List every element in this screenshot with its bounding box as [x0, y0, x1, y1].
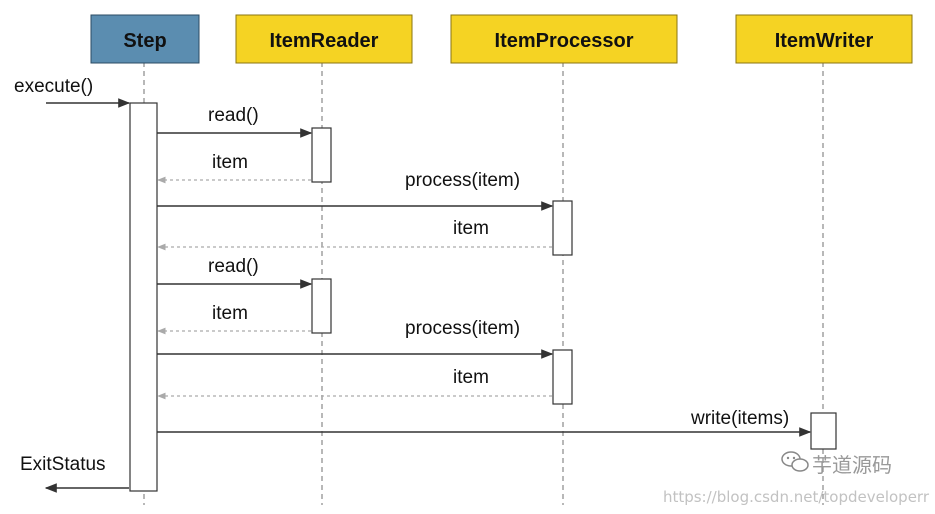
message-item-1-label: item: [212, 152, 248, 173]
message-item-4-label: item: [453, 367, 489, 388]
message-read-1-label: read(): [208, 105, 259, 126]
message-process-2-label: process(item): [405, 318, 520, 339]
participant-item-writer: ItemWriter: [735, 14, 913, 64]
activation-reader-1: [311, 127, 332, 183]
message-read-2-label: read(): [208, 256, 259, 277]
participant-step: Step: [90, 14, 200, 64]
participant-item-writer-box: [735, 14, 913, 64]
participant-item-processor: ItemProcessor: [450, 14, 678, 64]
message-item-2-label: item: [453, 218, 489, 239]
participant-step-box: [90, 14, 200, 64]
activation-reader-2: [311, 278, 332, 334]
watermark-brand: 芋道源码: [812, 453, 892, 477]
participant-item-reader: ItemReader: [235, 14, 413, 64]
wechat-icon: [781, 451, 809, 472]
participant-step-label: Step: [123, 30, 166, 52]
message-item-3-label: item: [212, 303, 248, 324]
activation-writer: [810, 412, 837, 450]
activation-step: [129, 102, 158, 492]
participant-item-reader-box: [235, 14, 413, 64]
participant-item-reader-label: ItemReader: [270, 30, 379, 52]
participant-item-writer-label: ItemWriter: [775, 30, 874, 52]
watermark-url: https://blog.csdn.net/topdeveloperr: [663, 488, 930, 506]
message-write-label: write(items): [690, 408, 789, 429]
activation-processor-1: [552, 200, 573, 256]
participant-item-processor-box: [450, 14, 678, 64]
activation-processor-2: [552, 349, 573, 405]
message-execute-label: execute(): [14, 76, 93, 97]
watermark: 芋道源码 https://blog.csdn.net/topdeveloperr: [663, 451, 930, 506]
message-process-1-label: process(item): [405, 170, 520, 191]
participant-item-processor-label: ItemProcessor: [495, 30, 634, 52]
message-exit-status-label: ExitStatus: [20, 454, 106, 475]
